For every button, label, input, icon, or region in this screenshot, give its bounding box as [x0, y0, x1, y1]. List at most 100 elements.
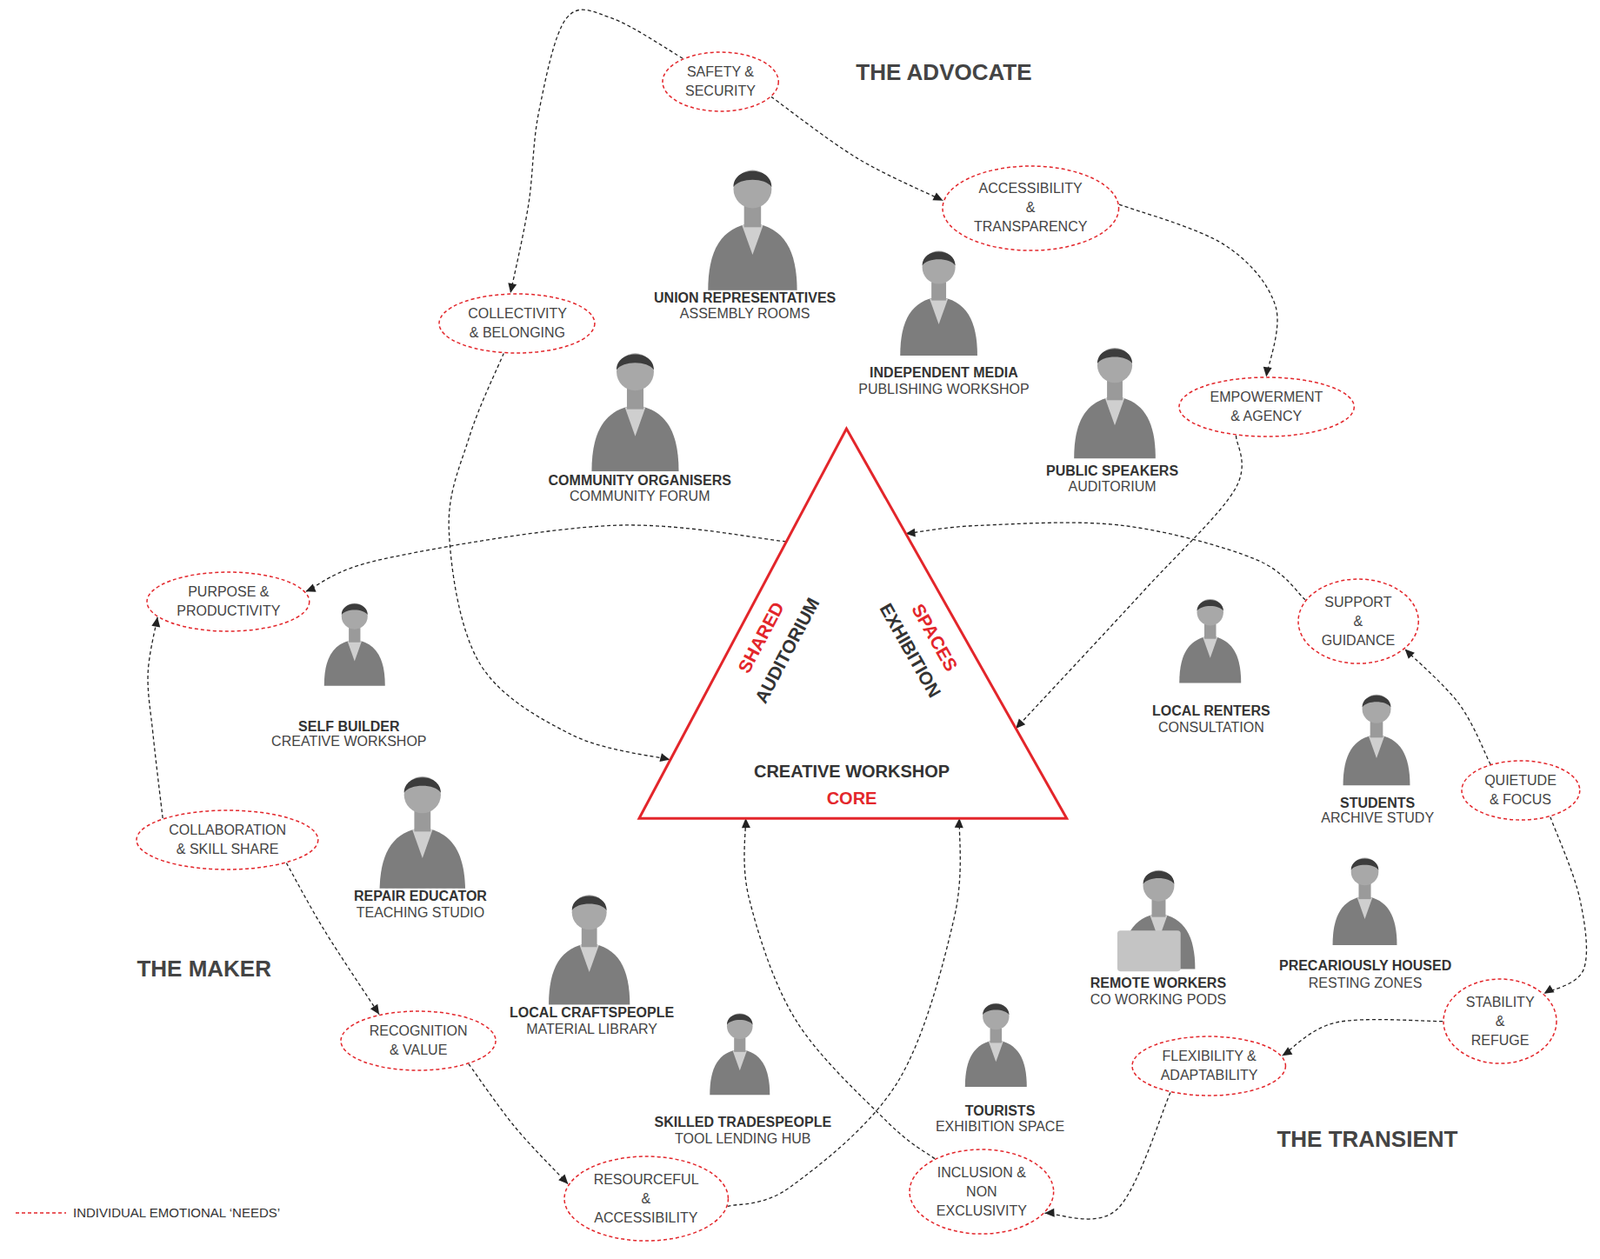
space-name: PUBLISHING WORKSHOP — [856, 381, 1031, 398]
connector — [468, 1064, 568, 1185]
core-label: CREATIVE WORKSHOP — [753, 761, 950, 781]
need-outline — [146, 572, 310, 632]
person-name: STUDENTS — [1338, 794, 1417, 811]
connector — [905, 522, 1306, 600]
need-label: RESOURCEFUL & ACCESSIBILITY — [593, 1170, 699, 1228]
need-text: QUIETUDE & FOCUS — [1484, 771, 1557, 810]
need-text: EMPOWERMENT & AGENCY — [1210, 387, 1323, 427]
need-label: RECOGNITION & VALUE — [369, 1021, 468, 1060]
need-outline — [1179, 377, 1354, 437]
person-name: SELF BUILDER — [296, 718, 401, 734]
connector — [507, 9, 683, 294]
space-name: ASSEMBLY ROOMS — [678, 306, 813, 322]
need-ellipse: ACCESSIBILITY & TRANSPARENCY — [941, 165, 1120, 252]
need-outline — [1443, 979, 1557, 1064]
connector-line — [1281, 1020, 1443, 1057]
arrow-head — [1544, 985, 1555, 994]
need-text: COLLECTIVITY & BELONGING — [467, 304, 567, 343]
space-name: AUDITORIUM — [1066, 479, 1159, 495]
person-name: PRECARIOUSLY HOUSED — [1277, 958, 1454, 974]
need-outline — [1461, 760, 1580, 820]
person-figure — [1073, 347, 1156, 459]
connector-line — [1044, 1093, 1170, 1220]
space-name: ARCHIVE STUDY — [1319, 810, 1436, 827]
need-outline — [662, 52, 779, 112]
need-text: RESOURCEFUL & ACCESSIBILITY — [593, 1170, 699, 1228]
laptop — [1117, 930, 1181, 972]
person-figure — [709, 1013, 770, 1095]
need-outline — [1132, 1036, 1286, 1096]
need-text: PURPOSE & PRODUCTIVITY — [176, 582, 280, 621]
arrow-head — [507, 282, 517, 294]
person-figure — [1179, 599, 1241, 683]
connector — [1015, 435, 1242, 729]
connector-line — [286, 863, 380, 1015]
need-outline — [439, 293, 595, 354]
core-label-red: CORE — [826, 788, 878, 808]
need-label: QUIETUDE & FOCUS — [1484, 771, 1557, 810]
connector — [147, 617, 163, 819]
connector — [306, 525, 787, 593]
need-ellipse: STABILITY & REFUGE — [1442, 978, 1558, 1065]
person-figure — [965, 1003, 1027, 1087]
need-ellipse: SUPPORT & GUIDANCE — [1297, 578, 1420, 665]
person-figure — [548, 894, 630, 1006]
person-figure — [324, 603, 386, 687]
need-text: COLLABORATION & SKILL SHARE — [168, 820, 287, 860]
arrow-head — [954, 818, 964, 828]
space-name: MATERIAL LIBRARY — [524, 1021, 660, 1038]
connector-line — [306, 525, 787, 592]
connector-line — [510, 9, 683, 294]
need-outline — [1131, 1035, 1287, 1097]
need-ellipse: EMPOWERMENT & AGENCY — [1178, 376, 1355, 438]
connector — [771, 96, 943, 200]
space-name: RESTING ZONES — [1306, 975, 1425, 992]
connector — [286, 863, 380, 1015]
space-name: EXHIBITION SPACE — [933, 1118, 1067, 1134]
arrow-head — [1405, 648, 1415, 659]
arrow-head — [306, 583, 317, 592]
need-label: STABILITY & REFUGE — [1466, 993, 1535, 1051]
space-name: TEACHING STUDIO — [354, 905, 487, 921]
person-name: PUBLIC SPEAKERS — [1044, 463, 1180, 480]
connector — [741, 818, 935, 1160]
connector-line — [1015, 435, 1242, 729]
arrow-head — [1015, 719, 1026, 729]
person-name: UNION REPRESENTATIVES — [652, 289, 838, 306]
need-text: SUPPORT & GUIDANCE — [1321, 593, 1395, 651]
person-figure — [380, 776, 467, 894]
need-outline — [136, 810, 319, 870]
connector — [1281, 1020, 1443, 1057]
arrow-head — [741, 818, 751, 828]
person-figure — [1333, 858, 1398, 946]
need-label: SAFETY & SECURITY — [685, 62, 756, 101]
person-name: INDEPENDENT MEDIA — [867, 365, 1020, 381]
need-text: STABILITY & REFUGE — [1466, 993, 1535, 1051]
legend-row: INDIVIDUAL EMOTIONAL ‘NEEDS’ — [15, 1205, 280, 1220]
connector-line — [1119, 204, 1278, 377]
person-name: REMOTE WORKERS — [1088, 975, 1228, 992]
connector-line — [771, 96, 943, 200]
person-figure — [900, 251, 978, 356]
need-text: RECOGNITION & VALUE — [369, 1021, 468, 1060]
connector-line — [727, 818, 961, 1207]
need-label: PURPOSE & PRODUCTIVITY — [176, 582, 280, 621]
connector-line — [448, 353, 670, 760]
need-outline — [1460, 760, 1581, 821]
person-name: LOCAL CRAFTSPEOPLE — [507, 1005, 676, 1021]
connector — [1405, 648, 1491, 765]
space-name: CREATIVE WORKSHOP — [269, 733, 428, 750]
need-ellipse: QUIETUDE & FOCUS — [1460, 760, 1581, 821]
need-label: SUPPORT & GUIDANCE — [1321, 593, 1395, 651]
need-label: ACCESSIBILITY & TRANSPARENCY — [973, 179, 1087, 237]
person-figure — [1343, 694, 1411, 786]
need-label: COLLABORATION & SKILL SHARE — [168, 820, 287, 860]
arrow-head — [151, 617, 160, 628]
space-name: CO WORKING PODS — [1088, 992, 1228, 1008]
need-label: COLLECTIVITY & BELONGING — [467, 304, 567, 343]
need-outline — [1178, 376, 1355, 438]
connector-line — [468, 1064, 568, 1185]
space-name: COMMUNITY FORUM — [567, 488, 712, 505]
need-ellipse: COLLECTIVITY & BELONGING — [438, 293, 596, 354]
